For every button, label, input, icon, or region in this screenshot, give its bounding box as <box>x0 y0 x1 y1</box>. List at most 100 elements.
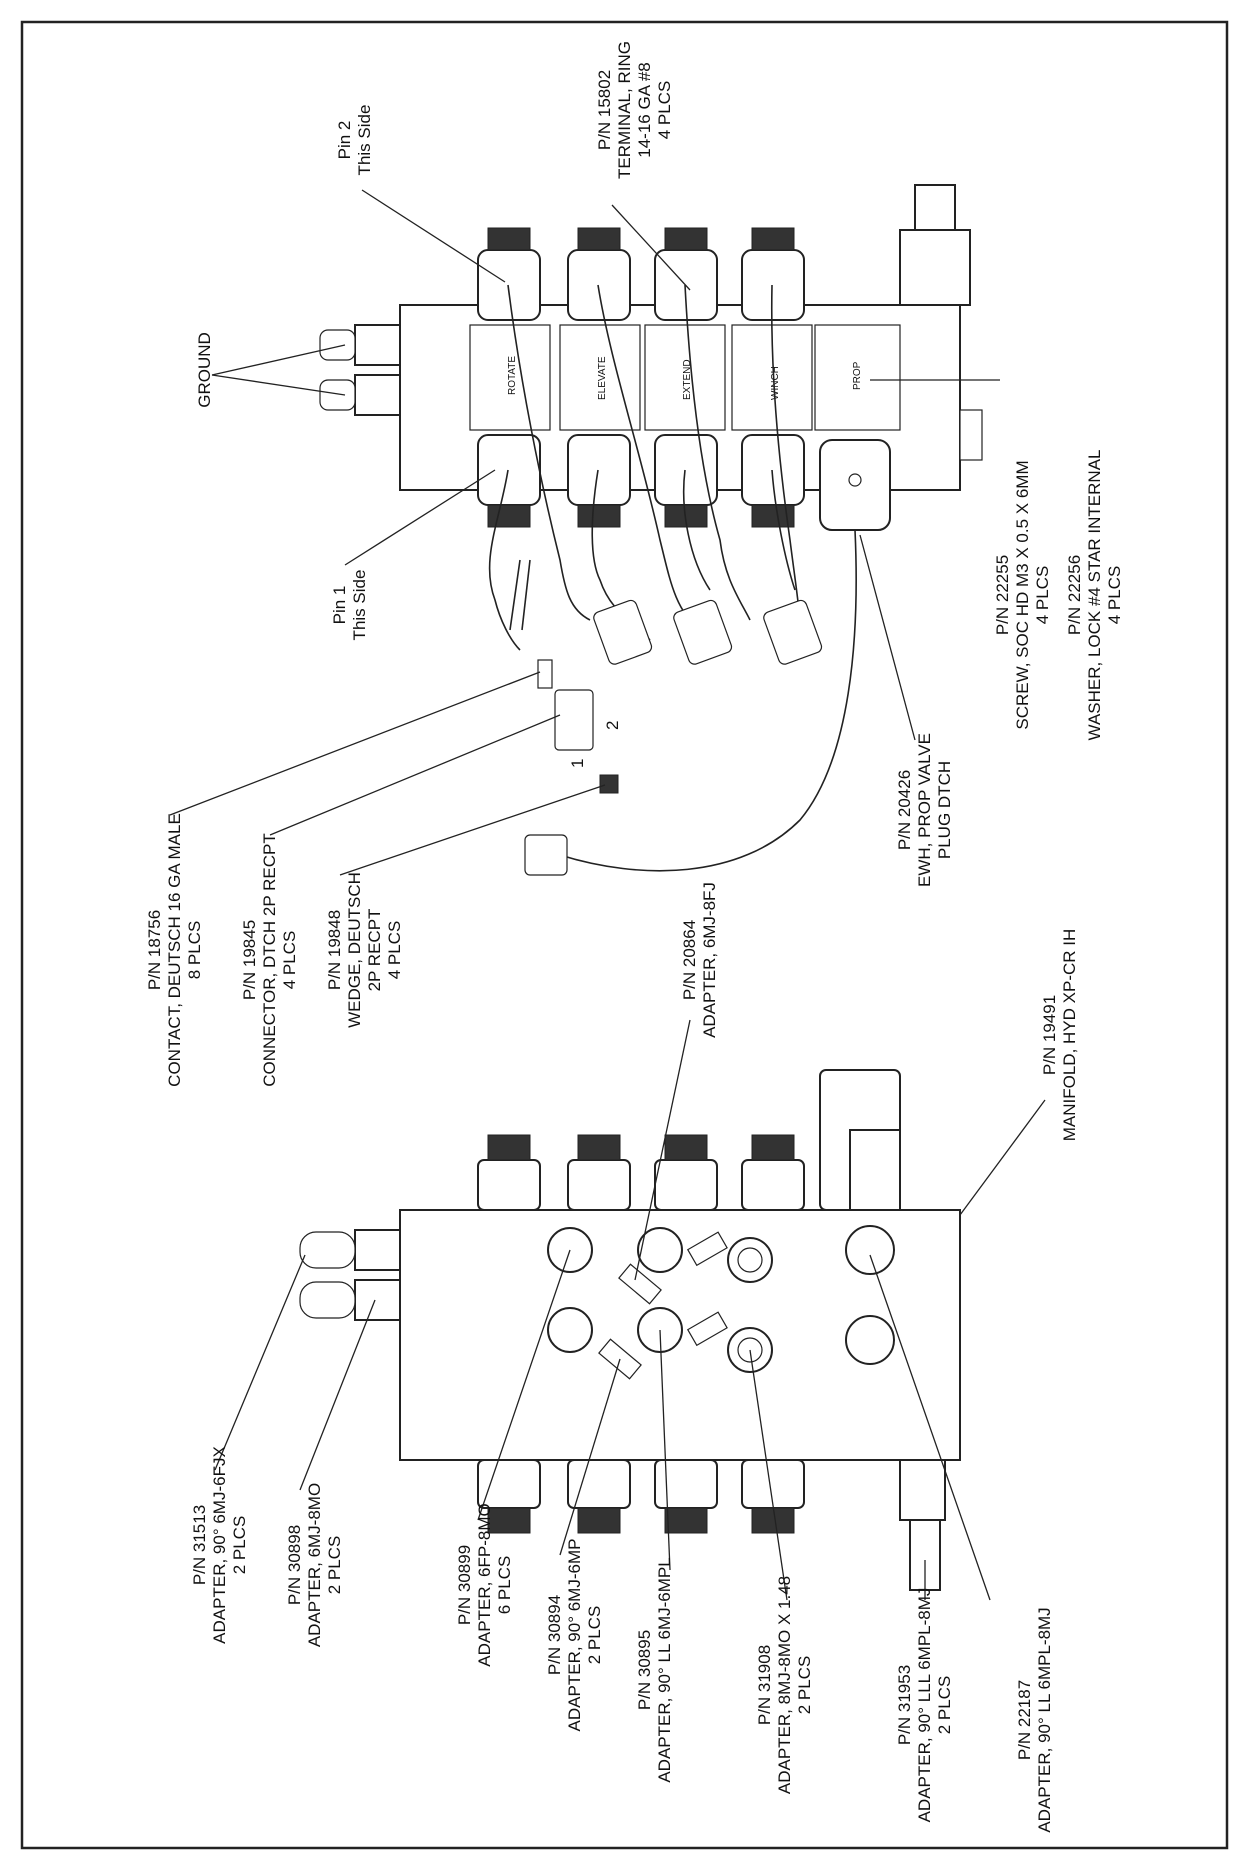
callout-wedge: P/N 19848 WEDGE, DEUTSCH 2P RECPT 4 PLCS <box>325 872 404 1028</box>
svg-text:SCREW, SOC HD M3 X 0.5 X 6MM: SCREW, SOC HD M3 X 0.5 X 6MM <box>1013 460 1032 729</box>
callout-pin1: Pin 1 This Side <box>330 570 369 641</box>
svg-text:ADAPTER, 8MJ-8MO X 1.48: ADAPTER, 8MJ-8MO X 1.48 <box>775 1576 794 1794</box>
svg-text:This Side: This Side <box>350 570 369 641</box>
lower-left-fittings <box>299 1229 401 1321</box>
svg-text:6 PLCS: 6 PLCS <box>495 1556 514 1615</box>
svg-text:4 PLCS: 4 PLCS <box>280 931 299 990</box>
exploded-connector-parts: 1 2 <box>537 659 622 794</box>
svg-text:P/N 22187: P/N 22187 <box>1015 1680 1034 1760</box>
lower-valve-assembly <box>299 1069 961 1591</box>
upper-left-fittings <box>319 324 401 416</box>
svg-text:P/N 31953: P/N 31953 <box>895 1665 914 1745</box>
contact-pins <box>537 659 553 689</box>
svg-text:MANIFOLD, HYD XP-CR IH: MANIFOLD, HYD XP-CR IH <box>1060 929 1079 1142</box>
callout-a30894: P/N 30894 ADAPTER, 90° 6MJ-6MP 2 PLCS <box>545 1539 604 1732</box>
svg-text:ADAPTER, 90° LLL 6MPL-8MJ: ADAPTER, 90° LLL 6MPL-8MJ <box>915 1588 934 1823</box>
valve-label-rotate: ROTATE <box>507 356 518 395</box>
callout-a31513: P/N 31513 ADAPTER, 90° 6MJ-6FJX 2 PLCS <box>190 1446 249 1644</box>
leader-lines <box>169 189 1046 1601</box>
svg-text:P/N 20864: P/N 20864 <box>680 920 699 1000</box>
prop-valve-cable <box>559 529 857 872</box>
svg-text:ADAPTER, 6FP-8MO: ADAPTER, 6FP-8MO <box>475 1503 494 1666</box>
lower-coils-bottom <box>477 1459 805 1534</box>
callout-screw: P/N 22255 SCREW, SOC HD M3 X 0.5 X 6MM 4… <box>993 460 1052 729</box>
svg-text:P/N 19491: P/N 19491 <box>1040 995 1059 1075</box>
svg-text:8 PLCS: 8 PLCS <box>185 921 204 980</box>
pin-number-1: 1 <box>568 759 587 768</box>
drawing-border <box>20 20 1229 1850</box>
upper-coils <box>477 227 805 528</box>
callout-ground: GROUND <box>195 332 214 408</box>
svg-text:2 PLCS: 2 PLCS <box>935 1676 954 1735</box>
svg-text:P/N 31908: P/N 31908 <box>755 1645 774 1725</box>
svg-text:ADAPTER, 90° LL 6MPL-8MJ: ADAPTER, 90° LL 6MPL-8MJ <box>1035 1607 1054 1832</box>
valve-label-elevate: ELEVATE <box>597 356 608 400</box>
svg-text:P/N 30898: P/N 30898 <box>285 1525 304 1605</box>
svg-text:P/N 20426: P/N 20426 <box>895 770 914 850</box>
callout-a31953: P/N 31953 ADAPTER, 90° LLL 6MPL-8MJ 2 PL… <box>895 1588 954 1823</box>
svg-text:4 PLCS: 4 PLCS <box>1105 566 1124 625</box>
callout-a30895: P/N 30895 ADAPTER, 90° LL 6MJ-6MPL <box>635 1557 674 1782</box>
upper-valve-assembly: ROTATE ELEVATE EXTEND WINCH PROP <box>319 184 983 876</box>
svg-text:GROUND: GROUND <box>195 332 214 408</box>
upper-right-fitting-cap <box>914 184 956 231</box>
svg-text:P/N 19848: P/N 19848 <box>325 910 344 990</box>
svg-text:2 PLCS: 2 PLCS <box>230 1516 249 1575</box>
svg-text:P/N 30895: P/N 30895 <box>635 1630 654 1710</box>
svg-text:ADAPTER, 90° LL 6MJ-6MPL: ADAPTER, 90° LL 6MJ-6MPL <box>655 1557 674 1782</box>
valve-label-winch: WINCH <box>770 366 781 400</box>
callout-a30899: P/N 30899 ADAPTER, 6FP-8MO 6 PLCS <box>455 1503 514 1666</box>
svg-text:P/N 15802: P/N 15802 <box>595 70 614 150</box>
svg-text:P/N 31513: P/N 31513 <box>190 1505 209 1585</box>
svg-text:Pin 1: Pin 1 <box>330 586 349 625</box>
svg-text:CONNECTOR, DTCH 2P RECPT: CONNECTOR, DTCH 2P RECPT <box>260 833 279 1086</box>
callout-terminal: P/N 15802 TERMINAL, RING 14-16 GA #8 4 P… <box>595 41 674 179</box>
svg-text:WEDGE, DEUTSCH: WEDGE, DEUTSCH <box>345 872 364 1028</box>
prop-valve-coil-nut <box>848 473 862 487</box>
upper-valve-plates: ROTATE ELEVATE EXTEND WINCH PROP <box>469 324 901 431</box>
svg-text:ADAPTER, 90° 6MJ-6FJX: ADAPTER, 90° 6MJ-6FJX <box>210 1446 229 1644</box>
svg-text:P/N 22256: P/N 22256 <box>1065 555 1084 635</box>
svg-text:14-16 GA #8: 14-16 GA #8 <box>635 62 654 157</box>
svg-text:ADAPTER, 6MJ-8MO: ADAPTER, 6MJ-8MO <box>305 1483 324 1647</box>
svg-text:4 PLCS: 4 PLCS <box>1033 566 1052 625</box>
callout-connector: P/N 19845 CONNECTOR, DTCH 2P RECPT 4 PLC… <box>240 833 299 1086</box>
svg-text:P/N 19845: P/N 19845 <box>240 920 259 1000</box>
callout-washer: P/N 22256 WASHER, LOCK #4 STAR INTERNAL … <box>1065 450 1124 741</box>
callouts: Pin 2 This Side P/N 15802 TERMINAL, RING… <box>145 41 1124 1833</box>
callout-a20864: P/N 20864 ADAPTER, 6MJ-8FJ <box>680 882 719 1038</box>
lower-prop-fitting <box>849 1129 901 1211</box>
svg-text:PLUG DTCH: PLUG DTCH <box>935 761 954 859</box>
svg-text:P/N 22255: P/N 22255 <box>993 555 1012 635</box>
svg-text:TERMINAL, RING: TERMINAL, RING <box>615 41 634 179</box>
wedge-part <box>599 774 619 794</box>
svg-text:ADAPTER, 90° 6MJ-6MP: ADAPTER, 90° 6MJ-6MP <box>565 1539 584 1732</box>
callout-pin2: Pin 2 This Side <box>335 105 374 176</box>
pin-number-2: 2 <box>603 721 622 730</box>
callout-a30898: P/N 30898 ADAPTER, 6MJ-8MO 2 PLCS <box>285 1483 344 1647</box>
upper-right-boss <box>959 409 983 461</box>
svg-text:ADAPTER, 6MJ-8FJ: ADAPTER, 6MJ-8FJ <box>700 882 719 1038</box>
valve-label-extend: EXTEND <box>682 359 693 400</box>
lower-coils-top <box>477 1134 805 1211</box>
svg-text:2 PLCS: 2 PLCS <box>795 1656 814 1715</box>
upper-wiring-harness <box>488 284 801 651</box>
callout-manifold: P/N 19491 MANIFOLD, HYD XP-CR IH <box>1040 929 1079 1142</box>
svg-text:4 PLCS: 4 PLCS <box>655 81 674 140</box>
callout-a31908: P/N 31908 ADAPTER, 8MJ-8MO X 1.48 2 PLCS <box>755 1576 814 1794</box>
svg-text:P/N 18756: P/N 18756 <box>145 910 164 990</box>
svg-text:2 PLCS: 2 PLCS <box>585 1606 604 1665</box>
svg-text:P/N 30894: P/N 30894 <box>545 1595 564 1675</box>
callout-ewh: P/N 20426 EWH, PROP VALVE PLUG DTCH <box>895 733 954 887</box>
svg-text:CONTACT, DEUTSCH 16 GA MALE: CONTACT, DEUTSCH 16 GA MALE <box>165 813 184 1087</box>
callout-a22187: P/N 22187 ADAPTER, 90° LL 6MPL-8MJ <box>1015 1607 1054 1832</box>
svg-text:2 PLCS: 2 PLCS <box>325 1536 344 1595</box>
dtch-connector-body <box>554 689 594 751</box>
callout-contact: P/N 18756 CONTACT, DEUTSCH 16 GA MALE 8 … <box>145 813 204 1087</box>
svg-text:WASHER, LOCK #4 STAR INTERNAL: WASHER, LOCK #4 STAR INTERNAL <box>1085 450 1104 741</box>
prop-valve-plug <box>524 834 568 876</box>
upper-harness-plugs <box>509 559 823 665</box>
svg-text:2P RECPT: 2P RECPT <box>365 909 384 992</box>
lower-right-fitting <box>899 1459 946 1521</box>
